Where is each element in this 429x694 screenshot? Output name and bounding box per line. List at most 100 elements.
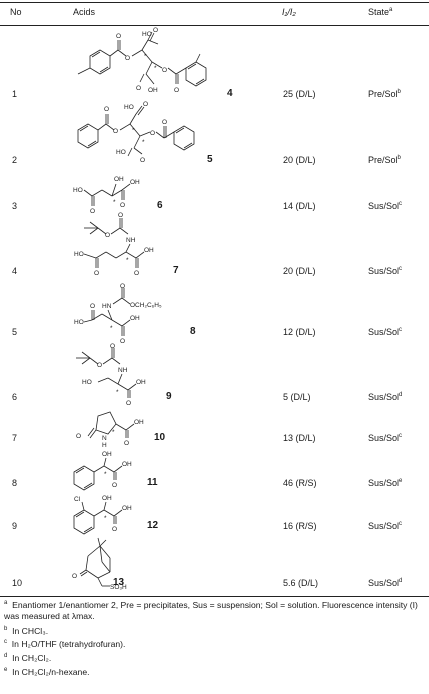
top-rule bbox=[0, 2, 429, 3]
state-cell: Sus/Sold bbox=[368, 578, 403, 588]
compound-number: 6 bbox=[157, 200, 163, 211]
row-no: 10 bbox=[12, 578, 23, 588]
svg-text:O: O bbox=[120, 283, 125, 290]
svg-text:*: * bbox=[104, 471, 107, 478]
ratio-cell: 16 (R/S) bbox=[283, 521, 317, 531]
state-cell: Sus/Solc bbox=[368, 521, 403, 531]
svg-text:O: O bbox=[150, 130, 155, 137]
svg-text:*: * bbox=[132, 127, 135, 134]
ratio-cell: 5.6 (D/L) bbox=[283, 578, 319, 588]
row-no: 2 bbox=[12, 155, 18, 165]
svg-text:H: H bbox=[102, 442, 107, 449]
compound-number: 11 bbox=[147, 477, 158, 488]
header-no: No bbox=[10, 7, 22, 17]
footnote-c: c In H₂O/THF (tetrahydrofuran). bbox=[4, 639, 126, 649]
svg-text:NH: NH bbox=[118, 367, 128, 374]
svg-text:HO: HO bbox=[82, 379, 92, 386]
svg-text:OH: OH bbox=[136, 379, 146, 386]
svg-text:O: O bbox=[94, 270, 99, 277]
ratio-cell: 20 (D/L) bbox=[283, 266, 316, 276]
compound-number: 10 bbox=[154, 432, 166, 443]
structure-compound-11: OH * OH O bbox=[73, 451, 132, 491]
svg-text:*: * bbox=[104, 515, 107, 522]
svg-text:*: * bbox=[116, 389, 119, 396]
state-cell: Sus/Sold bbox=[368, 392, 403, 402]
svg-text:O: O bbox=[174, 87, 179, 94]
svg-text:OH: OH bbox=[114, 176, 124, 183]
svg-text:O: O bbox=[90, 303, 95, 310]
state-cell: Pre/Solb bbox=[368, 155, 401, 165]
bottom-rule bbox=[0, 596, 429, 597]
svg-text:O: O bbox=[72, 573, 77, 580]
svg-text:O: O bbox=[162, 67, 167, 74]
svg-text:HN: HN bbox=[102, 303, 112, 310]
svg-text:O: O bbox=[90, 208, 95, 215]
structure-compound-10: O N H * OH O bbox=[76, 411, 144, 449]
svg-text:O: O bbox=[136, 85, 141, 92]
svg-text:OH: OH bbox=[148, 87, 158, 94]
svg-text:*: * bbox=[112, 429, 115, 436]
header-acids: Acids bbox=[73, 7, 96, 17]
svg-text:N: N bbox=[102, 435, 107, 442]
svg-text:HO: HO bbox=[74, 251, 84, 258]
structure-compound-4: O O HO O * OH O * O O bbox=[77, 27, 207, 94]
state-cell: Sus/Solc bbox=[368, 266, 403, 276]
structure-compound-9: O O NH HO * OH O bbox=[76, 343, 146, 407]
compound-number: 7 bbox=[173, 265, 179, 276]
footnote-d: d In CH₂Cl₂. bbox=[4, 653, 52, 663]
svg-text:O: O bbox=[140, 157, 145, 164]
svg-text:HO: HO bbox=[73, 187, 83, 194]
footnote-a: a Enantiomer 1/enantiomer 2, Pre = preci… bbox=[4, 600, 418, 621]
svg-text:O: O bbox=[76, 433, 81, 440]
svg-text:O: O bbox=[116, 33, 121, 40]
svg-text:O: O bbox=[120, 338, 125, 345]
svg-text:O: O bbox=[112, 482, 117, 489]
svg-text:HO: HO bbox=[142, 31, 152, 38]
structure-compound-12: Cl OH * OH O bbox=[73, 495, 132, 535]
state-cell: Sus/Sole bbox=[368, 478, 403, 488]
svg-text:OH: OH bbox=[130, 315, 140, 322]
structure-compound-13: O SO₃H bbox=[72, 537, 127, 591]
row-no: 1 bbox=[12, 89, 18, 99]
svg-text:NH: NH bbox=[126, 237, 136, 244]
row-no: 5 bbox=[12, 327, 18, 337]
structure-compound-7: O O NH O HO * OH O bbox=[74, 212, 154, 277]
svg-text:OH: OH bbox=[122, 461, 132, 468]
row-no: 9 bbox=[12, 521, 18, 531]
ratio-cell: 5 (D/L) bbox=[283, 392, 311, 402]
svg-text:O: O bbox=[124, 440, 129, 447]
svg-text:*: * bbox=[154, 65, 157, 72]
row-no: 3 bbox=[12, 201, 18, 211]
svg-text:O: O bbox=[104, 106, 109, 113]
row-no: 7 bbox=[12, 433, 18, 443]
svg-text:O: O bbox=[143, 101, 148, 108]
ratio-cell: 14 (D/L) bbox=[283, 201, 316, 211]
svg-text:SO₃H: SO₃H bbox=[110, 584, 127, 591]
svg-text:O: O bbox=[120, 202, 125, 209]
svg-text:Cl: Cl bbox=[74, 496, 81, 503]
svg-text:O: O bbox=[97, 362, 102, 369]
svg-text:OCH₂C₆H₅: OCH₂C₆H₅ bbox=[130, 302, 162, 309]
svg-text:O: O bbox=[105, 232, 110, 239]
row-no: 8 bbox=[12, 478, 18, 488]
svg-text:O: O bbox=[118, 212, 123, 219]
ratio-cell: 46 (R/S) bbox=[283, 478, 317, 488]
compound-number: 8 bbox=[190, 326, 196, 337]
svg-text:OH: OH bbox=[102, 451, 112, 458]
svg-text:OH: OH bbox=[134, 419, 144, 426]
svg-text:O: O bbox=[113, 128, 118, 135]
compound-number: 9 bbox=[166, 391, 172, 402]
row-no: 6 bbox=[12, 392, 18, 402]
compound-number: 5 bbox=[207, 154, 213, 165]
svg-text:*: * bbox=[113, 199, 116, 206]
svg-text:OH: OH bbox=[102, 495, 112, 502]
svg-text:O: O bbox=[134, 270, 139, 277]
svg-text:O: O bbox=[126, 400, 131, 407]
svg-text:*: * bbox=[144, 53, 147, 60]
svg-text:*: * bbox=[126, 257, 129, 264]
ratio-cell: 12 (D/L) bbox=[283, 327, 316, 337]
svg-text:O: O bbox=[153, 27, 158, 34]
svg-text:*: * bbox=[142, 139, 145, 146]
header-state: Statea bbox=[368, 7, 393, 17]
footnote-e: e In CH₂Cl₂/n-hexane. bbox=[4, 667, 90, 677]
